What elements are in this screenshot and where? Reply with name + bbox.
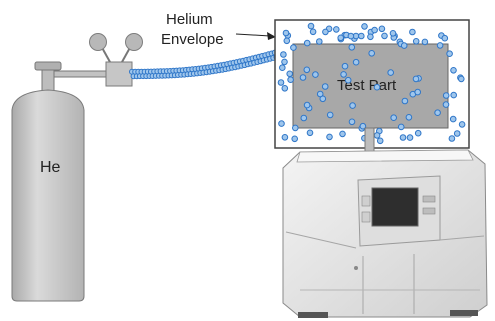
helium-bubble <box>449 115 457 123</box>
helium-bubble <box>277 79 285 86</box>
helium-bubble <box>381 32 388 40</box>
helium-bubble <box>337 34 345 42</box>
helium-bubble <box>281 58 288 66</box>
helium-bubble <box>358 32 365 40</box>
helium-bubble <box>361 23 368 30</box>
helium-bubble <box>347 32 355 40</box>
helium-bubble <box>390 114 398 121</box>
helium-bubble <box>307 22 315 30</box>
helium-bubble <box>286 70 294 78</box>
helium-bubble <box>303 39 311 47</box>
helium-bubble <box>326 111 334 119</box>
helium-bubble <box>373 132 381 139</box>
helium-bubble <box>387 69 395 76</box>
leak-detector-icon <box>282 149 488 318</box>
helium-bubble <box>458 121 466 128</box>
helium-bubble <box>373 83 381 91</box>
helium-hose <box>129 48 283 80</box>
helium-bubble <box>406 134 414 141</box>
helium-bubble <box>412 38 420 45</box>
helium-bubble <box>321 83 329 90</box>
helium-bubble <box>344 76 352 84</box>
helium-bubble <box>290 44 297 51</box>
helium-bubble <box>405 114 413 121</box>
helium-bubble <box>399 134 407 141</box>
helium-bubble <box>409 28 416 36</box>
helium-cylinder-icon: He <box>11 61 85 302</box>
helium-bubble <box>450 91 458 99</box>
envelope-label-line1: Helium <box>166 11 213 28</box>
helium-bubble <box>339 130 346 138</box>
helium-bubble <box>414 129 422 137</box>
helium-bubbles <box>277 22 466 145</box>
helium-bubble <box>441 34 449 42</box>
helium-bubble <box>326 133 333 141</box>
helium-bubble <box>446 50 453 58</box>
helium-bubble <box>312 71 319 78</box>
helium-bubble <box>281 134 289 141</box>
helium-bubble <box>280 51 287 58</box>
helium-bubble <box>368 50 376 57</box>
helium-bubble <box>348 118 356 126</box>
helium-bubble <box>436 42 444 49</box>
helium-bubble <box>340 71 347 78</box>
cylinder-label: He <box>40 159 61 176</box>
helium-bubble <box>291 135 299 143</box>
helium-bubble <box>341 62 349 70</box>
helium-bubble <box>279 64 286 71</box>
envelope-label-line2: Envelope <box>161 31 224 48</box>
helium-bubble <box>442 92 450 99</box>
helium-bubble <box>421 38 429 46</box>
helium-bubble <box>400 42 408 49</box>
helium-bubble <box>442 101 450 108</box>
helium-bubble <box>281 85 289 92</box>
helium-bubble <box>371 26 378 34</box>
helium-bubble <box>376 137 384 145</box>
helium-bubble <box>316 38 323 45</box>
helium-bubble <box>448 135 456 142</box>
helium-bubble <box>283 37 291 45</box>
helium-bubble <box>378 25 386 33</box>
helium-bubble <box>450 67 457 74</box>
supply-pipe <box>53 70 107 78</box>
helium-bubble <box>359 122 367 130</box>
helium-bubble <box>333 26 340 33</box>
helium-bubble <box>303 101 311 109</box>
helium-bubble <box>309 28 317 36</box>
helium-bubble <box>348 44 356 51</box>
helium-bubble <box>414 88 422 96</box>
helium-bubble <box>278 120 285 127</box>
helium-bubble <box>397 123 405 131</box>
helium-bubble <box>352 58 360 66</box>
helium-bubble <box>349 102 356 109</box>
test-part <box>292 43 449 129</box>
helium-bubble <box>322 28 329 36</box>
helium-bubble <box>282 29 290 37</box>
test-port-stem <box>364 127 375 155</box>
helium-bubble <box>300 114 308 122</box>
helium-bubble <box>367 33 374 41</box>
helium-bubble <box>306 129 314 137</box>
helium-bubble <box>287 76 294 83</box>
pressure-gauge-icon <box>89 33 143 87</box>
helium-bubble <box>434 109 441 116</box>
test-part-label: Test Part <box>337 77 397 94</box>
helium-bubble <box>453 130 461 137</box>
envelope-leader-arrow <box>235 32 276 40</box>
helium-bubble <box>412 75 420 83</box>
helium-bubble <box>292 124 299 132</box>
helium-bubble <box>458 75 465 83</box>
helium-bubble <box>316 90 324 98</box>
helium-bubble <box>299 74 307 81</box>
helium-bubble <box>401 97 409 105</box>
helium-bubble <box>389 30 397 37</box>
helium-bubble <box>303 66 311 74</box>
